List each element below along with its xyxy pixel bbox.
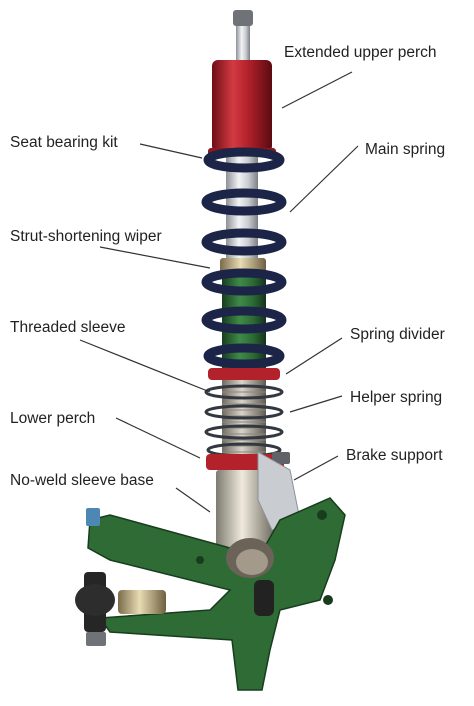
leader-threaded-sleeve bbox=[79, 339, 211, 393]
tie-rod bbox=[75, 508, 166, 646]
label-strut-shortening-wiper: Strut-shortening wiper bbox=[10, 228, 162, 245]
spring-divider-ring bbox=[208, 368, 280, 380]
leader-lower-perch bbox=[115, 417, 201, 459]
top-nut bbox=[233, 10, 253, 26]
upper-perch-canister bbox=[212, 60, 272, 152]
spindle-hub bbox=[226, 538, 274, 616]
leader-main-spring bbox=[289, 145, 359, 213]
leader-brake-support bbox=[293, 455, 339, 481]
leader-no-weld-sleeve-base bbox=[175, 487, 211, 513]
label-no-weld-sleeve-base: No-weld sleeve base bbox=[10, 472, 154, 489]
main-spring-coils bbox=[201, 147, 287, 369]
label-spring-divider: Spring divider bbox=[350, 326, 445, 343]
label-helper-spring: Helper spring bbox=[350, 389, 443, 406]
leader-strut-shortening-wiper bbox=[99, 246, 211, 269]
knuckle-assembly bbox=[87, 497, 346, 691]
label-main-spring: Main spring bbox=[365, 141, 446, 158]
top-stud bbox=[236, 26, 250, 60]
leader-lines bbox=[79, 71, 359, 513]
leader-extended-upper-perch bbox=[281, 71, 353, 109]
label-extended-upper-perch: Extended upper perch bbox=[284, 44, 437, 61]
label-lower-perch: Lower perch bbox=[10, 410, 96, 427]
lower-perch-clamp bbox=[272, 452, 290, 464]
leader-seat-bearing-kit bbox=[139, 143, 203, 159]
label-brake-support: Brake support bbox=[346, 447, 443, 464]
label-threaded-sleeve: Threaded sleeve bbox=[10, 319, 126, 336]
leader-spring-divider bbox=[285, 337, 343, 375]
threaded-sleeve-body bbox=[222, 380, 266, 460]
leader-helper-spring bbox=[289, 395, 343, 413]
label-seat-bearing-kit: Seat bearing kit bbox=[10, 134, 118, 151]
